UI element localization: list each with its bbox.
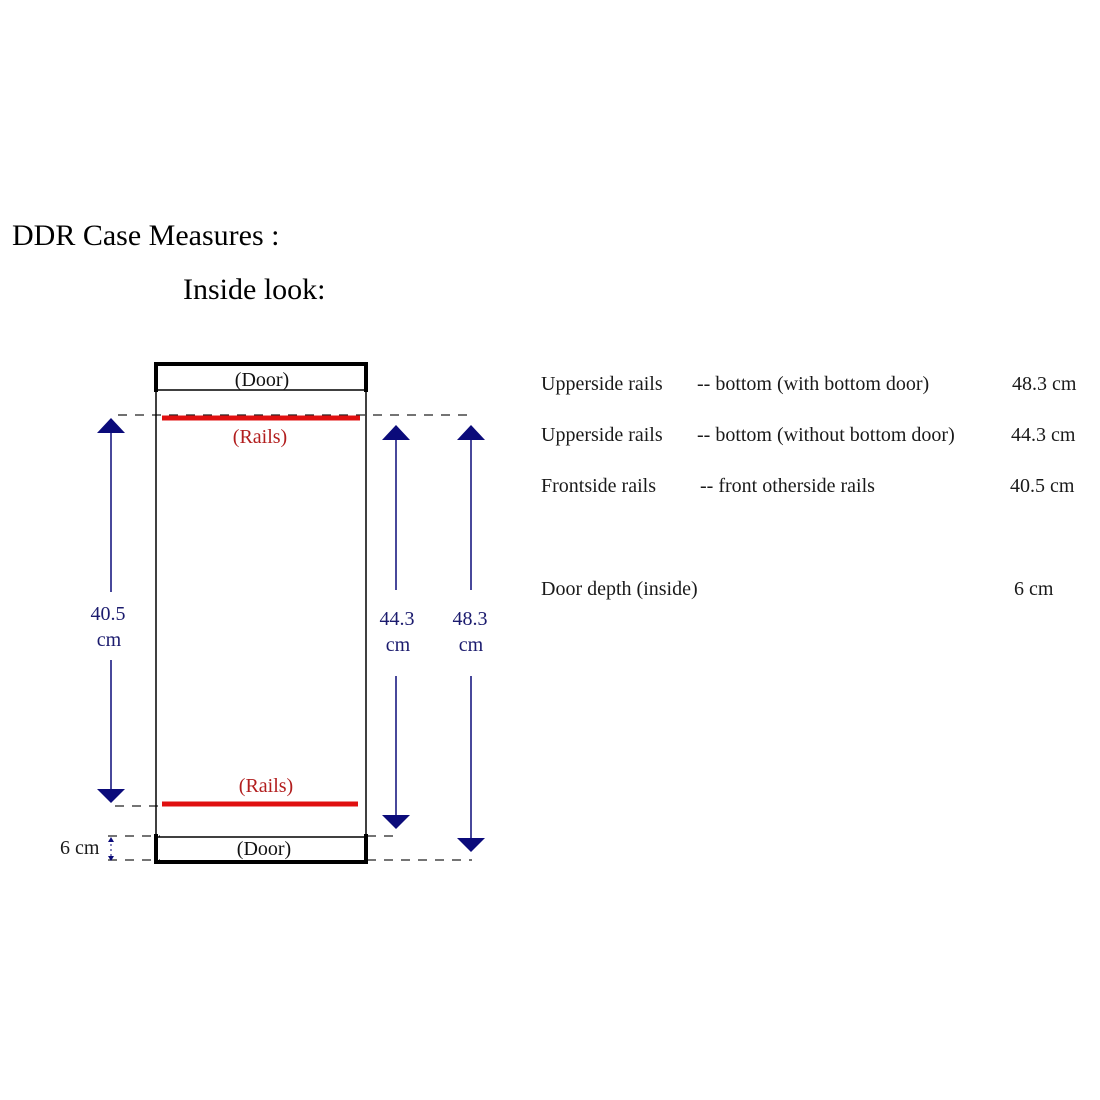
- arrow-down-icon: [382, 815, 410, 829]
- page-title: DDR Case Measures :: [12, 219, 279, 252]
- arrow-up-icon: [457, 425, 485, 440]
- measure-name: Upperside rails: [541, 373, 663, 395]
- arrow-down-icon: [457, 838, 485, 852]
- arrow-down-icon: [97, 789, 125, 803]
- dim-48-3-value: 48.3: [453, 608, 488, 630]
- dim-48-3-unit: cm: [459, 634, 484, 656]
- dim-40-5-unit: cm: [97, 629, 122, 651]
- door-depth-label: 6 cm: [60, 837, 100, 859]
- bottom-door: [154, 834, 368, 864]
- measure-row: Upperside rails -- bottom (with bottom d…: [541, 373, 1077, 395]
- arrow-up-icon: [108, 837, 114, 842]
- arrow-up-icon: [97, 418, 125, 433]
- dimension-arrow-40-5: [97, 418, 125, 803]
- dimension-arrow-44-3: [382, 425, 410, 829]
- measures-list: Upperside rails -- bottom (with bottom d…: [541, 373, 1077, 600]
- measure-name: Door depth (inside): [541, 578, 698, 600]
- measure-value: 44.3 cm: [1011, 424, 1076, 446]
- measure-row: Upperside rails -- bottom (without botto…: [541, 424, 1076, 446]
- top-door: [154, 362, 368, 392]
- measure-row: Door depth (inside) 6 cm: [541, 578, 1054, 600]
- measure-desc: -- bottom (with bottom door): [697, 373, 929, 395]
- page-subtitle: Inside look:: [183, 273, 326, 306]
- top-door-label: (Door): [235, 369, 289, 391]
- bottom-door-label: (Door): [237, 838, 291, 860]
- measure-row: Frontside rails -- front otherside rails…: [541, 475, 1075, 497]
- dim-44-3-value: 44.3: [380, 608, 415, 630]
- dimension-arrow-48-3: [457, 425, 485, 852]
- arrow-down-icon: [108, 856, 114, 861]
- top-rail-label: (Rails): [233, 426, 287, 448]
- measure-value: 48.3 cm: [1012, 373, 1077, 395]
- door-depth-arrow: [108, 837, 114, 861]
- measure-desc: -- front otherside rails: [700, 475, 875, 497]
- dashed-guides: [108, 414, 472, 861]
- measure-name: Upperside rails: [541, 424, 663, 446]
- bottom-rail-label: (Rails): [239, 775, 293, 797]
- measure-value: 40.5 cm: [1010, 475, 1075, 497]
- measure-desc: -- bottom (without bottom door): [697, 424, 955, 446]
- case-outline: [154, 362, 368, 864]
- arrow-up-icon: [382, 425, 410, 440]
- dim-44-3-unit: cm: [386, 634, 411, 656]
- measure-value: 6 cm: [1014, 578, 1054, 600]
- measure-name: Frontside rails: [541, 475, 656, 497]
- dim-40-5-value: 40.5: [91, 603, 126, 625]
